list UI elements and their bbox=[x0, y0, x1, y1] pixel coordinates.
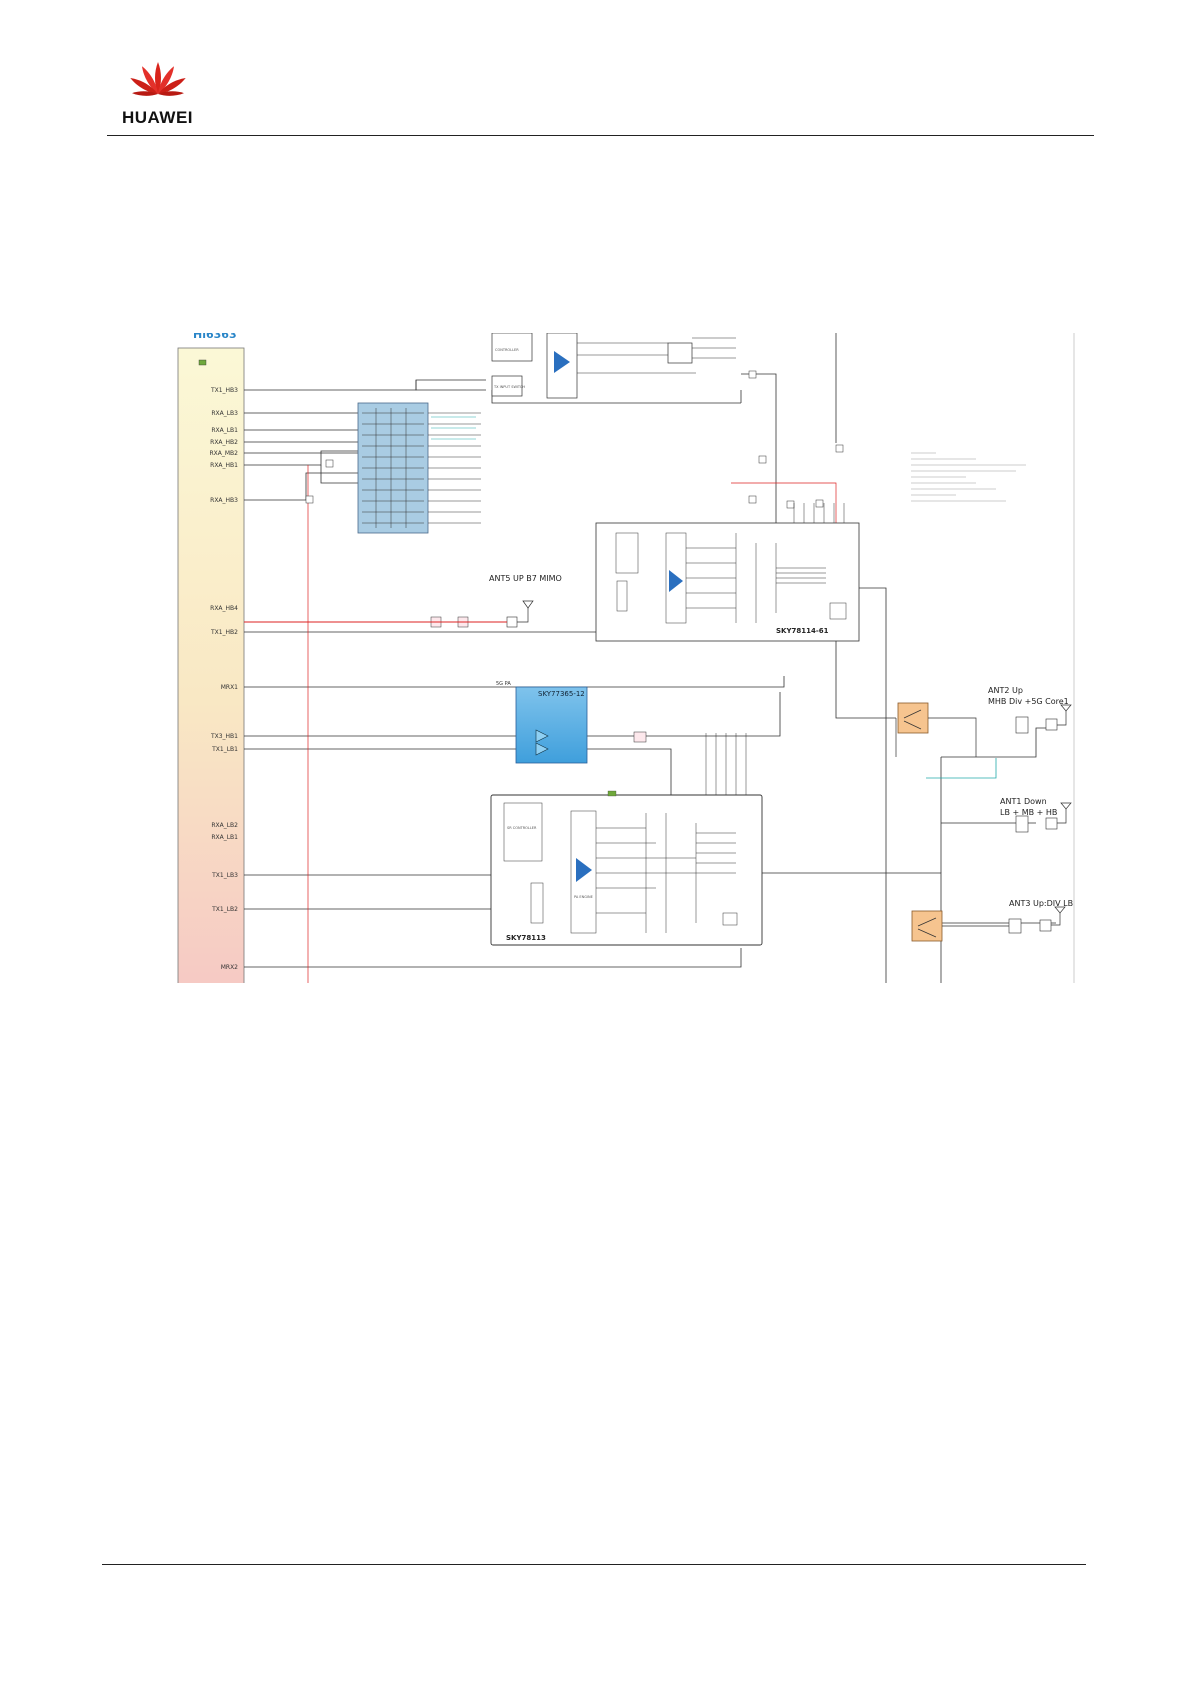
ant2-label-line1: ANT2 Up bbox=[988, 686, 1023, 695]
ant2-switch bbox=[897, 702, 929, 734]
component-markers bbox=[305, 370, 844, 509]
ant2-filter bbox=[1015, 716, 1029, 734]
pa-5g-amp2-icon bbox=[535, 742, 549, 756]
pin-rxa-hb1: RXA_HB1 bbox=[210, 462, 238, 469]
pin-tx1-hb3: TX1_HB3 bbox=[210, 387, 238, 394]
pin-rxa-hb3: RXA_HB3 bbox=[210, 497, 238, 504]
ant3-switch bbox=[911, 910, 943, 942]
pa-5g-filter bbox=[633, 731, 647, 743]
pa-5g-amp1-icon bbox=[535, 729, 549, 743]
marker-icon bbox=[198, 359, 207, 366]
pin-tx1-lb3: TX1_LB3 bbox=[211, 872, 238, 879]
pin-rxa-lb2: RXA_LB2 bbox=[211, 822, 238, 829]
ant3-connector bbox=[1039, 919, 1052, 932]
sky77365-module bbox=[515, 686, 588, 764]
huawei-logo-icon bbox=[130, 62, 186, 96]
sky77365-label: SKY77365-12 bbox=[538, 690, 585, 698]
tx-input-switch-block bbox=[491, 375, 523, 397]
ant1-label-line1: ANT1 Down bbox=[1000, 797, 1047, 806]
top-controller-block bbox=[491, 333, 533, 362]
sky78114-label: SKY78114-61 bbox=[776, 627, 829, 635]
ant5-label: ANT5 UP B7 MIMO bbox=[489, 574, 562, 583]
rf-schematic-diagram: Hi6363 TX1_HB3 RXA_LB3 RXA_LB1 RXA_HB2 R… bbox=[177, 333, 1075, 983]
ant5-antenna-icon bbox=[522, 600, 534, 609]
top-controller-label: CONTROLLER bbox=[495, 348, 519, 352]
brand-wordmark: HUAWEI bbox=[122, 108, 193, 127]
ant1-filter bbox=[1015, 815, 1029, 833]
header-divider bbox=[107, 135, 1094, 136]
ant1-connector bbox=[1045, 817, 1058, 830]
pin-mrx2: MRX2 bbox=[221, 964, 238, 971]
sr-controller-label: SR CONTROLLER bbox=[507, 826, 537, 830]
pin-rxa-lb1b: RXA_LB1 bbox=[211, 834, 238, 841]
pin-rxa-hb2: RXA_HB2 bbox=[210, 439, 238, 446]
ant2-label-line2: MHB Div +5G Core1 bbox=[988, 697, 1069, 706]
pa-5g-label: 5G PA bbox=[496, 681, 511, 687]
sky78114-amplifier-icon bbox=[669, 570, 683, 592]
ant5-connector bbox=[506, 616, 518, 628]
ant1-label-line2: LB + MB + HB bbox=[1000, 808, 1057, 817]
ant2-antenna-icon bbox=[1060, 704, 1072, 712]
footer-divider bbox=[102, 1564, 1086, 1565]
sky78113-module bbox=[490, 794, 763, 946]
pin-tx1-lb2: TX1_LB2 bbox=[211, 906, 238, 913]
ant3-filter bbox=[1008, 918, 1022, 934]
red-trace-top bbox=[731, 482, 837, 523]
pa-engine-label: PA ENGINE bbox=[574, 895, 593, 899]
sky78113-amplifier-icon bbox=[576, 858, 592, 882]
ant3-antenna-icon bbox=[1054, 906, 1066, 914]
ant2-connector bbox=[1045, 718, 1058, 731]
sky78114-module bbox=[595, 522, 860, 642]
pin-rxa-lb3: RXA_LB3 bbox=[211, 410, 238, 417]
pin-mrx1: MRX1 bbox=[221, 684, 238, 691]
top-switch-block bbox=[667, 342, 693, 364]
transceiver-block bbox=[177, 347, 245, 983]
sky78113-label: SKY78113 bbox=[506, 934, 546, 942]
pin-tx1-lb1: TX1_LB1 bbox=[211, 746, 238, 753]
pin-rxa-mb2: RXA_MB2 bbox=[210, 450, 239, 457]
top-pa-amplifier-icon bbox=[554, 351, 570, 373]
sky78113-sr-controller bbox=[503, 802, 543, 862]
ant1-antenna-icon bbox=[1060, 802, 1072, 810]
pin-tx3-hb1: TX3_HB1 bbox=[210, 733, 238, 740]
transceiver-label: Hi6363 bbox=[193, 333, 237, 341]
notes-block bbox=[911, 452, 1026, 502]
pin-rxa-lb1: RXA_LB1 bbox=[211, 427, 238, 434]
cyan-trace bbox=[926, 758, 997, 779]
pin-rxa-hb4: RXA_HB4 bbox=[210, 605, 238, 612]
pin-tx1-hb2: TX1_HB2 bbox=[210, 629, 238, 636]
tx-input-switch-label: TX INPUT SWITCH bbox=[493, 385, 525, 389]
sky78114-controller bbox=[615, 532, 639, 574]
ant3-label: ANT3 Up:DIV LB bbox=[1009, 899, 1073, 908]
